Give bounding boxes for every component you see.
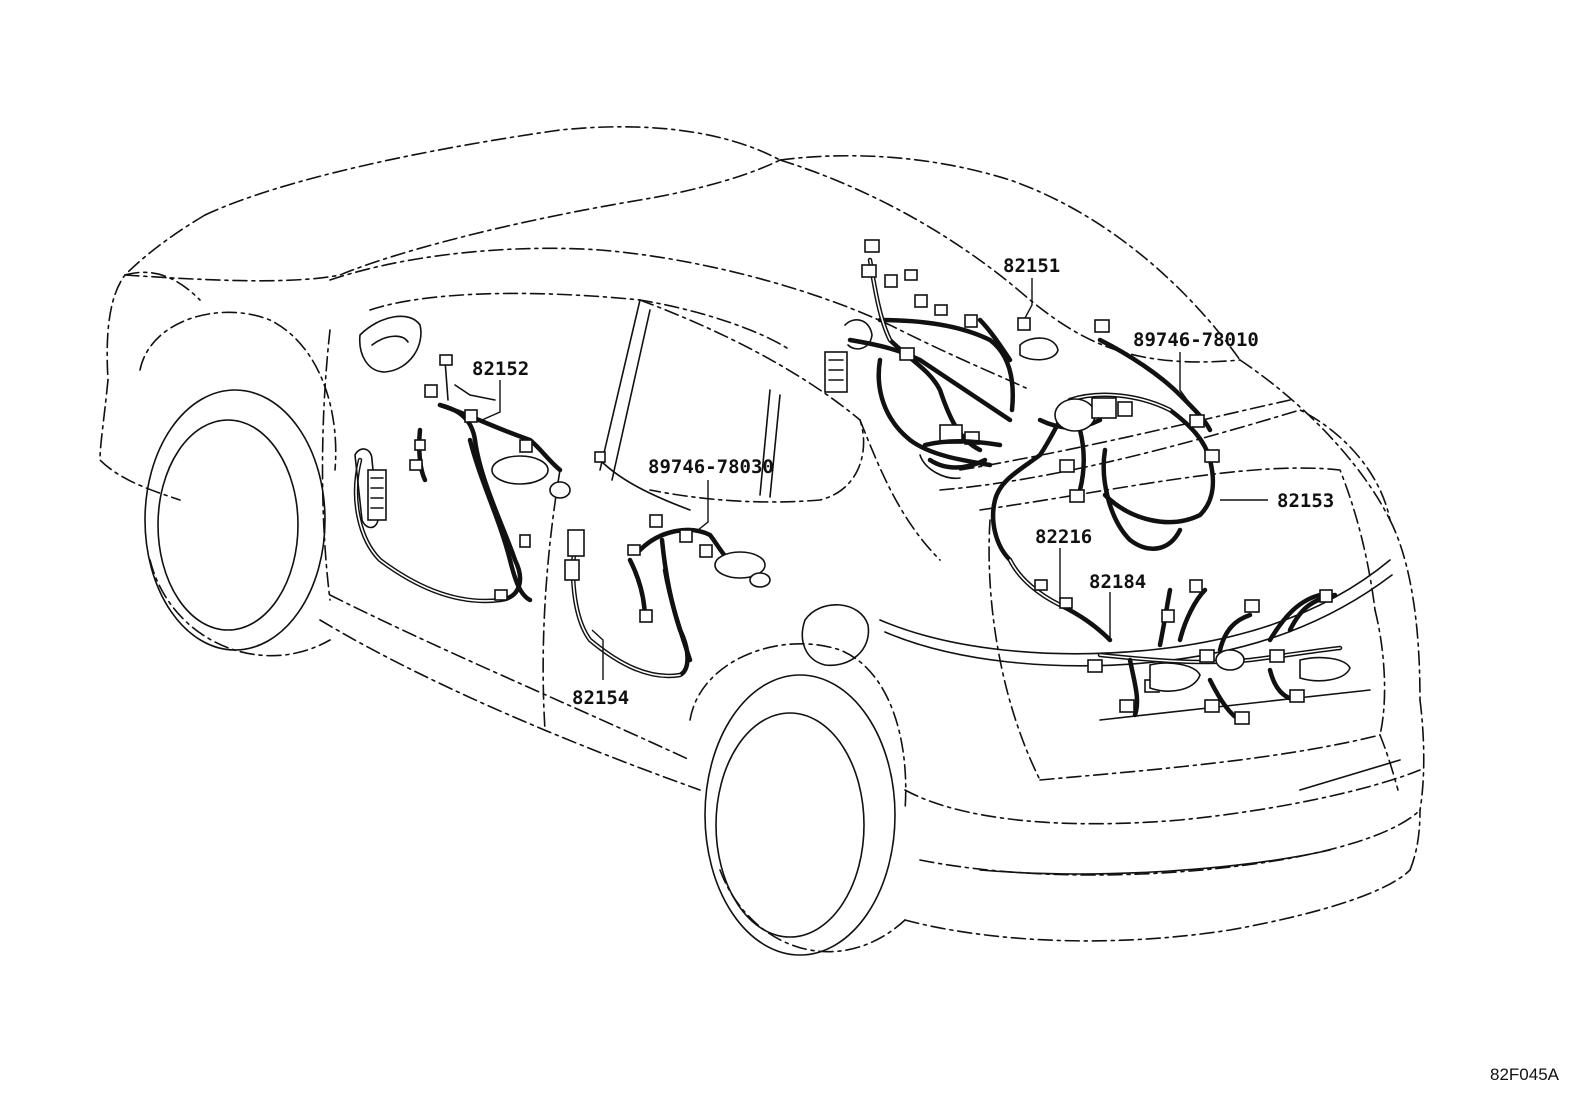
- part-labels: 82151 89746-78010 82152 89746-78030 8215…: [472, 255, 1334, 709]
- harness-82152: [353, 354, 571, 604]
- vehicle-outline: [99, 126, 1425, 956]
- harness-82153: [919, 319, 1220, 563]
- part-label-82216: 82216: [1035, 526, 1092, 548]
- harness-82184: [1087, 579, 1351, 725]
- harness-82154: [564, 451, 771, 679]
- figure-code: 82F045A: [1490, 1065, 1560, 1084]
- part-label-82184: 82184: [1089, 571, 1146, 593]
- part-label-89746-78010: 89746-78010: [1133, 329, 1259, 351]
- harness-82151: [824, 239, 1059, 468]
- harness-82216: [1007, 557, 1113, 643]
- part-label-82152: 82152: [472, 358, 529, 380]
- leader-lines: [481, 278, 1268, 680]
- part-label-89746-78030: 89746-78030: [648, 456, 774, 478]
- part-label-82151: 82151: [1003, 255, 1060, 277]
- part-label-82154: 82154: [572, 687, 629, 709]
- part-label-82153: 82153: [1277, 490, 1334, 512]
